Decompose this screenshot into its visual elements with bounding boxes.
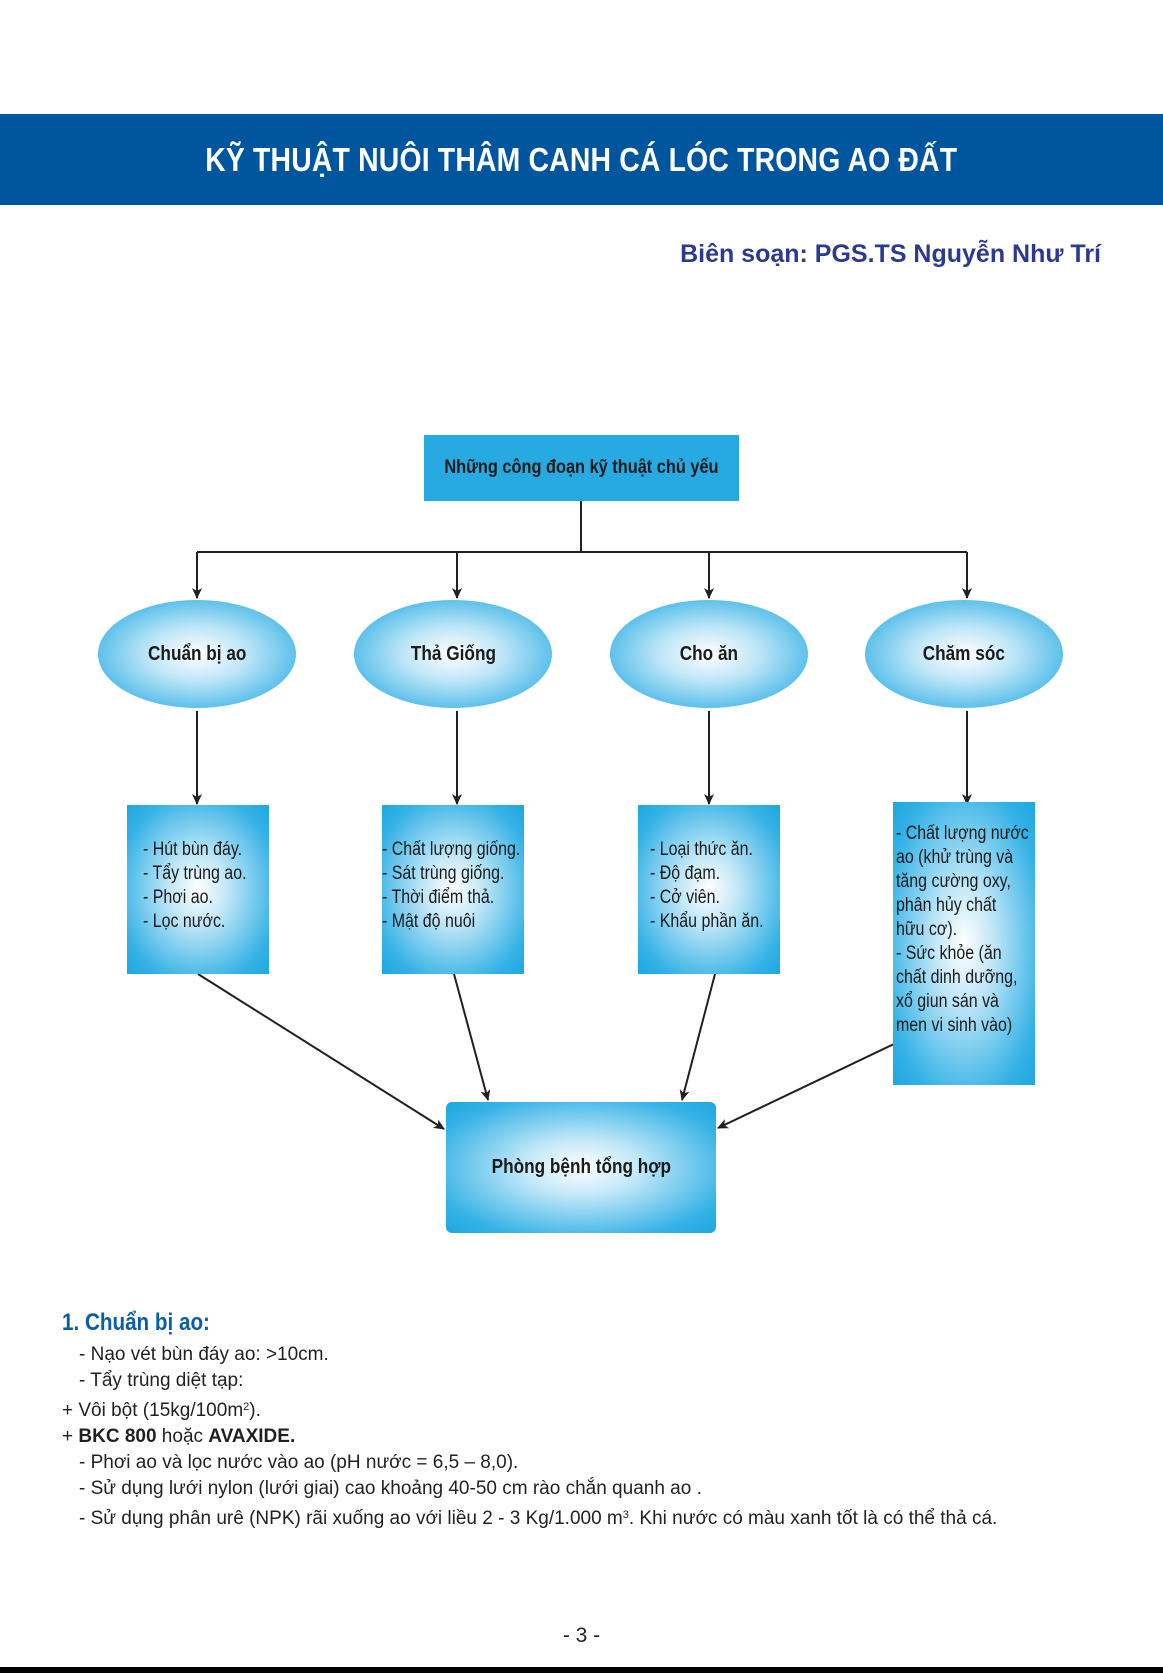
title-banner: KỸ THUẬT NUÔI THÂM CANH CÁ LÓC TRONG AO … [0, 114, 1163, 205]
text-run: . Khi nước có màu xanh tốt là có thể thả… [628, 1508, 998, 1529]
detail-item: - Khẩu phần ăn. [650, 911, 764, 932]
text-run: - Sử dụng phân urê (NPK) rãi xuống ao vớ… [79, 1508, 623, 1529]
detail-item: ao (khử trùng và [896, 847, 1014, 868]
stage-node-feeding: Cho ăn [610, 600, 808, 708]
detail-item: - Mật độ nuôi [382, 911, 476, 932]
detail-item: - Phơi ao. [143, 887, 213, 908]
superscript: 3 [622, 1509, 629, 1521]
detail-box-pond-prep: - Hút bùn đáy. - Tẩy trùng ao. - Phơi ao… [127, 805, 269, 974]
detail-item: tăng cường oxy, [896, 871, 1011, 892]
author-line: Biên soạn: PGS.TS Nguyễn Như Trí [680, 240, 1101, 268]
bottom-rule [0, 1667, 1163, 1673]
flowchart-root-node: Những công đoạn kỹ thuật chủ yếu [424, 435, 739, 501]
detail-box-feeding: - Loại thức ăn. - Độ đạm. - Cở viên. - K… [638, 805, 780, 974]
detail-item: men vi sinh vào) [896, 1015, 1013, 1036]
detail-item: - Loại thức ăn. [650, 839, 753, 860]
product-name: BKC 800 [78, 1426, 157, 1447]
text-run: + [62, 1426, 79, 1447]
detail-item: chất dinh dưỡng, [896, 967, 1018, 988]
text-line: - Tẩy trùng diệt tạp: [79, 1370, 244, 1391]
detail-item: xổ giun sán và [896, 991, 999, 1012]
document-title: KỸ THUẬT NUÔI THÂM CANH CÁ LÓC TRONG AO … [205, 140, 958, 178]
detail-item: - Hút bùn đáy. [143, 839, 243, 860]
stage-label: Thả Giống [410, 642, 496, 665]
section-pond-preparation: 1. Chuẩn bị ao: - Nạo vét bùn đáy ao: >1… [62, 1310, 1102, 1532]
detail-item: phân hủy chất [896, 895, 997, 916]
text-run: hoặc [156, 1426, 209, 1447]
root-node-label: Những công đoạn kỹ thuật chủ yếu [444, 457, 719, 478]
detail-item: - Thời điểm thả. [382, 887, 495, 908]
text-line: - Sử dụng lưới nylon (lưới giai) cao kho… [79, 1478, 702, 1499]
arrow-box3-to-bottom [679, 973, 716, 1101]
detail-item: - Lọc nước. [143, 911, 226, 932]
detail-box-care: - Chất lượng nước ao (khử trùng và tăng … [893, 802, 1035, 1085]
text-line: - Phơi ao và lọc nước vào ao (pH nước = … [79, 1452, 519, 1473]
detail-item: hữu cơ). [896, 919, 958, 940]
text-line: + BKC 800 hoặc AVAXIDE. [62, 1424, 1102, 1450]
flowchart-result-node: Phòng bệnh tổng hợp [446, 1102, 716, 1233]
text-run: ). [249, 1400, 261, 1421]
detail-box-stocking: - Chất lượng giống. - Sát trùng giống. -… [382, 805, 524, 974]
detail-item: - Độ đạm. [650, 863, 721, 884]
detail-item: - Tẩy trùng ao. [143, 863, 247, 884]
stage-node-care: Chăm sóc [865, 600, 1063, 708]
text-line: - Nạo vét bùn đáy ao: >10cm. [79, 1344, 329, 1365]
detail-item: - Cở viên. [650, 887, 720, 908]
stage-label: Chăm sóc [922, 642, 1006, 665]
product-name: AVAXIDE. [208, 1426, 296, 1447]
arrow-box2-to-bottom [453, 973, 491, 1101]
detail-item: - Chất lượng giống. [382, 839, 521, 860]
result-node-label: Phòng bệnh tổng hợp [491, 1156, 671, 1178]
superscript: 2 [243, 1401, 250, 1413]
text-run: + Vôi bột (15kg/100m [62, 1400, 244, 1421]
stage-label: Cho ăn [679, 642, 739, 665]
detail-item: - Sức khỏe (ăn [896, 943, 1002, 964]
detail-item: - Chất lượng nước [896, 823, 1029, 844]
arrow-box4-to-bottom [717, 1043, 895, 1129]
arrow-box1-to-bottom [197, 973, 445, 1130]
stage-node-stocking: Thả Giống [354, 600, 552, 708]
text-line: + Vôi bột (15kg/100m2). [62, 1394, 1102, 1424]
stage-node-pond-prep: Chuẩn bị ao [98, 600, 296, 708]
stage-label: Chuẩn bị ao [147, 642, 247, 665]
page-number: - 3 - [562, 1624, 601, 1647]
section-heading: 1. Chuẩn bị ao: [62, 1309, 210, 1336]
text-line: - Sử dụng phân urê (NPK) rãi xuống ao vớ… [62, 1502, 1102, 1532]
detail-item: - Sát trùng giống. [382, 863, 505, 884]
